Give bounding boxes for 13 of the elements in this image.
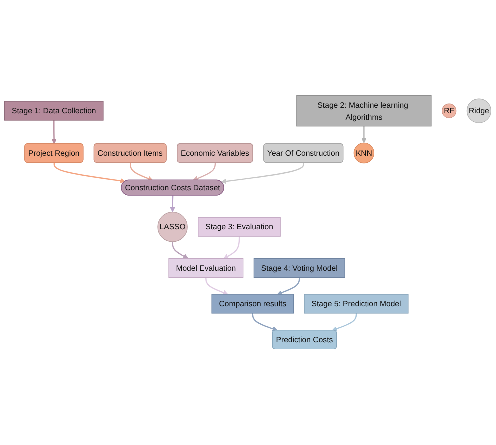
arrow — [252, 314, 278, 332]
arrow — [170, 196, 176, 213]
arrow — [172, 242, 189, 260]
arrow — [277, 278, 300, 296]
arrow — [130, 163, 154, 182]
arrow — [332, 314, 358, 332]
arrow — [193, 163, 216, 182]
arrow — [52, 120, 57, 144]
arrow — [221, 163, 304, 184]
arrow — [224, 236, 240, 260]
arrow — [54, 163, 126, 184]
arrow — [362, 126, 367, 144]
arrow — [206, 278, 228, 296]
